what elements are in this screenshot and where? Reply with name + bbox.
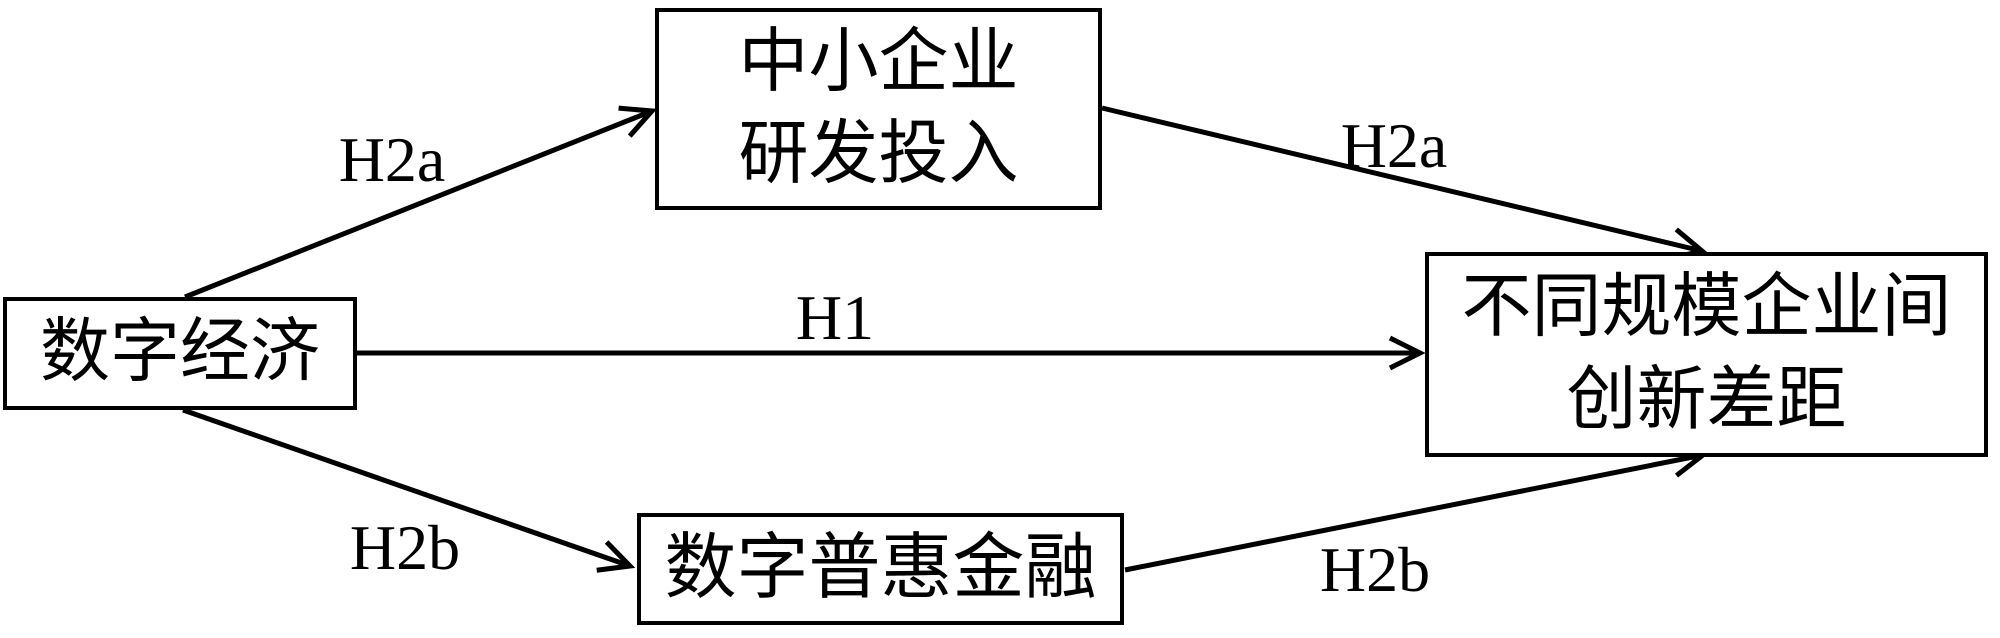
node-innovation-gap-line2: 创新差距 xyxy=(1566,361,1847,439)
node-digital-inclusive-finance-label: 数字普惠金融 xyxy=(664,528,1097,609)
edge-label-h2a-left: H2a xyxy=(338,124,446,195)
node-sme-rd-line2: 研发投入 xyxy=(738,116,1019,193)
node-sme-rd-line1: 中小企业 xyxy=(738,23,1019,101)
edge-label-h2b-left: H2b xyxy=(349,512,461,583)
node-innovation-gap: 不同规模企业间 创新差距 xyxy=(1425,252,1988,457)
edge-label-h2b-right: H2b xyxy=(1319,534,1431,605)
arrow-h2b-finance-to-gap xyxy=(1124,443,1709,573)
node-sme-rd-investment: 中小企业 研发投入 xyxy=(655,8,1102,210)
arrow-h2b-economy-to-finance xyxy=(182,407,636,573)
arrow-h2a-economy-to-rd xyxy=(184,105,658,300)
node-digital-economy: 数字经济 xyxy=(3,297,357,410)
arrow-h2a-rd-to-gap xyxy=(1101,105,1708,262)
node-digital-economy-label: 数字经济 xyxy=(40,314,320,392)
node-innovation-gap-line1: 不同规模企业间 xyxy=(1461,269,1952,347)
edge-label-h2a-right: H2a xyxy=(1340,110,1448,181)
edge-label-h1: H1 xyxy=(795,282,875,353)
node-digital-inclusive-finance: 数字普惠金融 xyxy=(637,513,1124,625)
